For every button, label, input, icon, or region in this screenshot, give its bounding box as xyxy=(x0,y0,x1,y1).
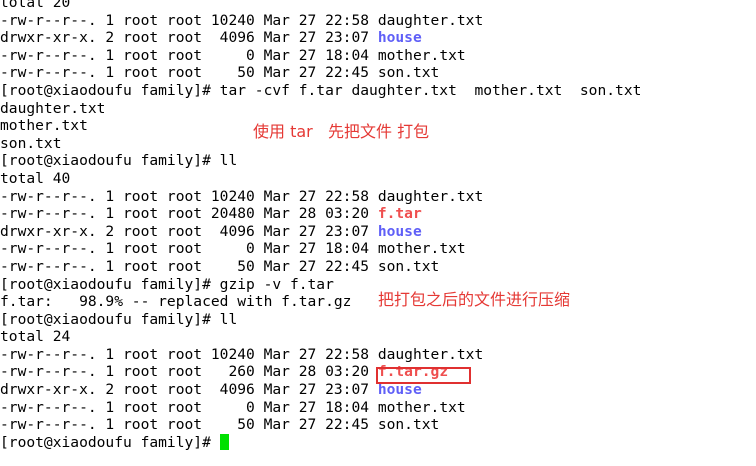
terminal-text: -rw-r--r--. 1 root root 50 Mar 27 22:45 xyxy=(0,416,378,434)
terminal-text: -rw-r--r--. 1 root root 260 Mar 28 03:20 xyxy=(0,363,378,381)
terminal-line: f.tar: 98.9% -- replaced with f.tar.gz xyxy=(0,293,756,311)
terminal-line: [root@xiaodoufu family]# tar -cvf f.tar … xyxy=(0,82,756,100)
terminal-line: son.txt xyxy=(0,135,756,153)
terminal-text: [root@xiaodoufu family]# ll xyxy=(0,152,238,170)
terminal-text: son.txt xyxy=(0,134,62,152)
terminal-line: [root@xiaodoufu family]# ll xyxy=(0,152,756,170)
terminal-text: [root@xiaodoufu family]# gzip -v f.tar xyxy=(0,275,334,293)
directory-name: house xyxy=(377,381,422,399)
terminal-text: drwxr-xr-x. 2 root root 4096 Mar 27 23:0… xyxy=(0,222,378,240)
terminal-line: total 24 xyxy=(0,328,756,346)
terminal-text: total 24 xyxy=(0,328,71,346)
terminal-text: daughter.txt xyxy=(377,11,484,29)
terminal-text: -rw-r--r--. 1 root root 20480 Mar 28 03:… xyxy=(0,205,378,223)
terminal-text: -rw-r--r--. 1 root root 50 Mar 27 22:45 xyxy=(0,64,378,82)
directory-name: house xyxy=(377,222,422,240)
terminal-text: total 20 xyxy=(0,0,71,11)
terminal-line: drwxr-xr-x. 2 root root 4096 Mar 27 23:0… xyxy=(0,223,756,241)
terminal-text: son.txt xyxy=(377,64,440,82)
terminal-text: -rw-r--r--. 1 root root 10240 Mar 27 22:… xyxy=(0,11,378,29)
terminal-text: [root@xiaodoufu family]# xyxy=(0,433,220,451)
terminal-line: -rw-r--r--. 1 root root 10240 Mar 27 22:… xyxy=(0,12,756,30)
terminal-line: drwxr-xr-x. 2 root root 4096 Mar 27 23:0… xyxy=(0,29,756,47)
terminal-text: daughter.txt xyxy=(377,187,484,205)
terminal-line: -rw-r--r--. 1 root root 0 Mar 27 18:04 m… xyxy=(0,240,756,258)
terminal-text: -rw-r--r--. 1 root root 50 Mar 27 22:45 xyxy=(0,257,378,275)
terminal-line: total 20 xyxy=(0,0,756,12)
terminal-text: -rw-r--r--. 1 root root 10240 Mar 27 22:… xyxy=(0,345,378,363)
terminal-text: mother.txt xyxy=(377,240,466,258)
terminal-line: mother.txt xyxy=(0,117,756,135)
terminal-line: -rw-r--r--. 1 root root 0 Mar 27 18:04 m… xyxy=(0,47,756,65)
terminal-line: -rw-r--r--. 1 root root 50 Mar 27 22:45 … xyxy=(0,416,756,434)
terminal-line: [root@xiaodoufu family]# xyxy=(0,433,756,452)
archive-file-name: f.tar xyxy=(377,205,422,223)
terminal-text: drwxr-xr-x. 2 root root 4096 Mar 27 23:0… xyxy=(0,29,378,47)
terminal-text: drwxr-xr-x. 2 root root 4096 Mar 27 23:0… xyxy=(0,381,378,399)
terminal-line: -rw-r--r--. 1 root root 50 Mar 27 22:45 … xyxy=(0,258,756,276)
terminal-text: son.txt xyxy=(377,257,440,275)
terminal-text: [root@xiaodoufu family]# ll xyxy=(0,310,238,328)
terminal-text: f.tar: 98.9% -- replaced with f.tar.gz xyxy=(0,293,352,311)
terminal-text: -rw-r--r--. 1 root root 10240 Mar 27 22:… xyxy=(0,187,378,205)
terminal-text: daughter.txt xyxy=(0,99,106,117)
terminal-line: -rw-r--r--. 1 root root 260 Mar 28 03:20… xyxy=(0,363,756,381)
terminal-text: -rw-r--r--. 1 root root 0 Mar 27 18:04 xyxy=(0,398,378,416)
terminal-line: total 40 xyxy=(0,170,756,188)
terminal-line: daughter.txt xyxy=(0,100,756,118)
terminal-text: -rw-r--r--. 1 root root 0 Mar 27 18:04 xyxy=(0,240,378,258)
terminal-line: -rw-r--r--. 1 root root 50 Mar 27 22:45 … xyxy=(0,64,756,82)
terminal-text: [root@xiaodoufu family]# tar -cvf f.tar … xyxy=(0,81,642,99)
annotation-tar-note: 使用 tar 先把文件 打包 xyxy=(253,122,430,141)
terminal-line: [root@xiaodoufu family]# ll xyxy=(0,311,756,329)
terminal-text: daughter.txt xyxy=(377,345,484,363)
highlight-box xyxy=(376,367,471,384)
terminal-line: -rw-r--r--. 1 root root 0 Mar 27 18:04 m… xyxy=(0,399,756,417)
terminal-text: total 40 xyxy=(0,169,71,187)
terminal-line: -rw-r--r--. 1 root root 10240 Mar 27 22:… xyxy=(0,346,756,364)
annotation-gzip-note: 把打包之后的文件进行压缩 xyxy=(378,290,571,309)
terminal-text: son.txt xyxy=(377,416,440,434)
terminal-text: -rw-r--r--. 1 root root 0 Mar 27 18:04 xyxy=(0,46,378,64)
terminal-text: mother.txt xyxy=(377,398,466,416)
terminal-text: mother.txt xyxy=(0,117,88,135)
terminal-line: [root@xiaodoufu family]# gzip -v f.tar xyxy=(0,276,756,294)
terminal-line: -rw-r--r--. 1 root root 20480 Mar 28 03:… xyxy=(0,205,756,223)
terminal-line: drwxr-xr-x. 2 root root 4096 Mar 27 23:0… xyxy=(0,381,756,399)
terminal-cursor xyxy=(219,433,229,450)
terminal-line: -rw-r--r--. 1 root root 10240 Mar 27 22:… xyxy=(0,188,756,206)
directory-name: house xyxy=(377,29,422,47)
terminal-text: mother.txt xyxy=(377,46,466,64)
